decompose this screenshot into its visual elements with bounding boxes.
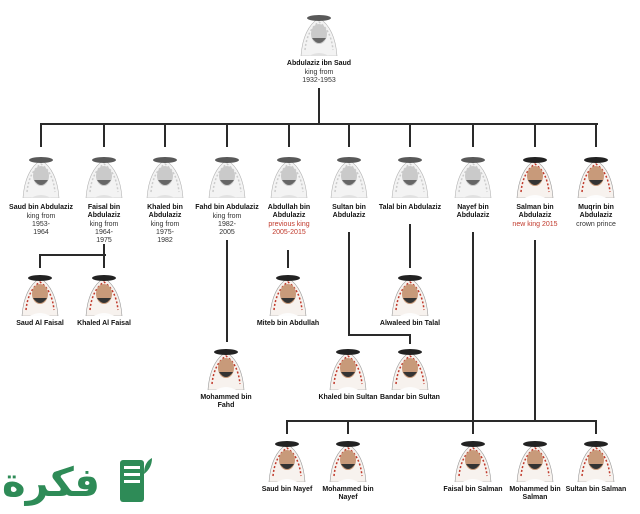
son-name: Khaled bin Abdulaziz: [147, 204, 183, 219]
grandson-name: Mohammed bin Salman: [509, 486, 561, 501]
connector-line: [472, 420, 474, 434]
grandson-name: Alwaleed bin Talal: [379, 320, 441, 327]
connector-line: [41, 123, 598, 125]
connector-line: [40, 123, 42, 147]
connector-line: [409, 123, 411, 147]
portrait-son-7: [391, 157, 429, 198]
son-sub: king from 1975- 1982: [150, 221, 180, 244]
grandson-name: Khaled Al Faisal: [77, 320, 131, 327]
connector-line: [103, 244, 105, 268]
portrait-son-1: [22, 157, 60, 198]
son-name: Muqrin bin Abdulaziz: [578, 204, 614, 219]
son-sub: new king 2015: [512, 221, 558, 228]
portrait-son-8: [454, 157, 492, 198]
portrait-son-4: [208, 157, 246, 198]
grandson-name: Bandar bin Sultan: [380, 394, 440, 401]
connector-line: [472, 123, 474, 147]
connector-line: [287, 250, 289, 268]
grandson-name: Miteb bin Abdullah: [256, 320, 320, 327]
logo-text: فكرة: [2, 460, 100, 506]
connector-line: [348, 123, 350, 147]
portrait-grandson-9: [329, 441, 367, 482]
portrait-son-5: [270, 157, 308, 198]
connector-line: [226, 123, 228, 147]
connector-line: [595, 420, 597, 434]
connector-line: [473, 420, 597, 422]
portrait-grandson-8: [268, 441, 306, 482]
root-sub: king from 1932-1953: [302, 69, 336, 84]
son-name: Saud bin Abdulaziz: [9, 204, 73, 211]
connector-line: [287, 420, 475, 422]
son-name: Nayef bin Abdulaziz: [456, 204, 490, 219]
portrait-son-6: [330, 157, 368, 198]
connector-line: [39, 254, 41, 268]
son-sub: previous king 2005-2015: [268, 221, 310, 236]
son-name: Salman bin Abdulaziz: [516, 204, 554, 219]
portrait-grandson-6: [329, 349, 367, 390]
son-name: Fahd bin Abdulaziz: [195, 204, 259, 211]
grandson-name: Faisal bin Salman: [443, 486, 503, 493]
portrait-grandson-3: [269, 275, 307, 316]
portrait-son-9: [516, 157, 554, 198]
grandson-name: Saud Al Faisal: [16, 320, 64, 327]
connector-line: [534, 123, 536, 147]
connector-line: [348, 334, 410, 336]
grandson-name: Saud bin Nayef: [261, 486, 313, 493]
portrait-grandson-12: [577, 441, 615, 482]
portrait-grandson-2: [85, 275, 123, 316]
son-name: Talal bin Abdulaziz: [378, 204, 442, 211]
connector-line: [409, 334, 411, 344]
connector-line: [472, 232, 474, 422]
portrait-abdulaziz-ibn-saud: [300, 15, 338, 56]
connector-line: [164, 123, 166, 147]
portrait-grandson-11: [516, 441, 554, 482]
connector-line: [226, 240, 228, 342]
son-sub: king from 1982- 2005: [212, 213, 242, 236]
connector-line: [40, 254, 106, 256]
son-sub: crown prince: [576, 221, 616, 228]
grandson-name: Khaled bin Sultan: [318, 394, 378, 401]
connector-line: [286, 420, 288, 434]
fekra-logo: فكرة: [2, 452, 154, 514]
portrait-grandson-1: [21, 275, 59, 316]
son-sub: king from 1964- 1975: [89, 221, 119, 244]
connector-line: [409, 224, 411, 268]
son-sub: king from 1953- 1964: [26, 213, 56, 236]
notebook-leaf-icon: [120, 458, 152, 502]
grandson-name: Sultan bin Salman: [565, 486, 627, 493]
connector-line: [534, 240, 536, 420]
portrait-son-3: [146, 157, 184, 198]
connector-line: [348, 232, 350, 336]
root-name: Abdulaziz ibn Saud: [286, 60, 352, 67]
son-name: Abdullah bin Abdulaziz: [267, 204, 311, 219]
grandson-name: Mohammed bin Fahd: [200, 394, 252, 409]
portrait-grandson-10: [454, 441, 492, 482]
connector-line: [288, 123, 290, 147]
connector-line: [595, 123, 597, 147]
portrait-son-10: [577, 157, 615, 198]
portrait-grandson-4: [391, 275, 429, 316]
son-name: Sultan bin Abdulaziz: [332, 204, 366, 219]
connector-line: [103, 123, 105, 147]
grandson-name: Mohammed bin Nayef: [322, 486, 374, 501]
connector-line: [347, 420, 349, 434]
son-name: Faisal bin Abdulaziz: [87, 204, 121, 219]
portrait-grandson-5: [207, 349, 245, 390]
portrait-son-2: [85, 157, 123, 198]
portrait-grandson-7: [391, 349, 429, 390]
connector-line: [318, 88, 320, 124]
